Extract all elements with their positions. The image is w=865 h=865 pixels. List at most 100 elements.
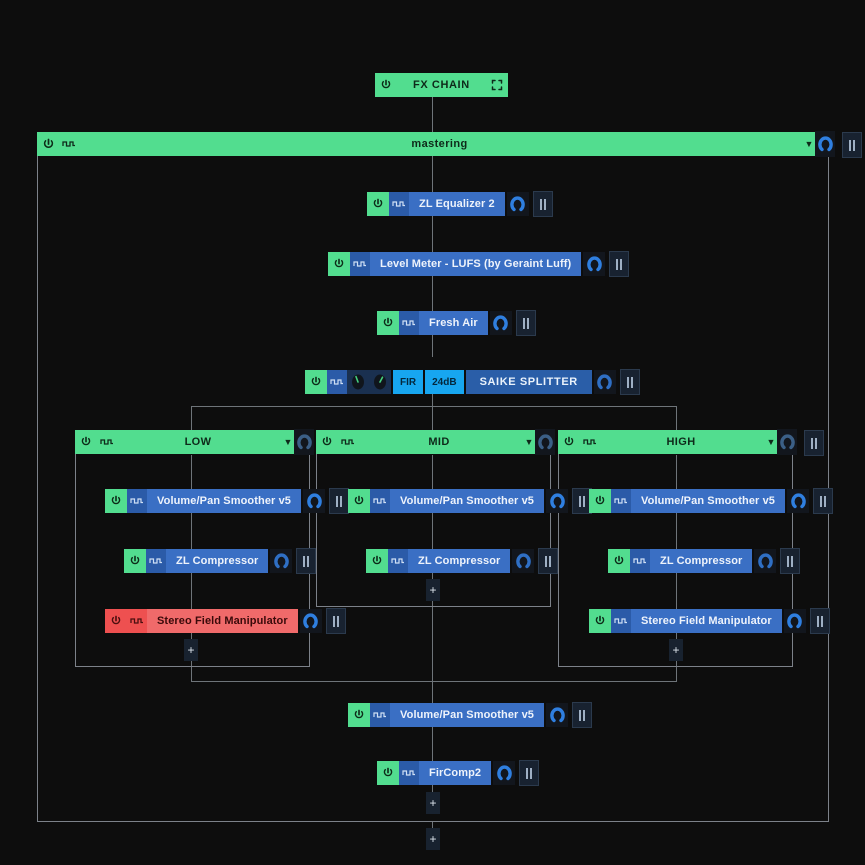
plugin-name[interactable]: ZL Compressor (408, 549, 511, 573)
knob-icon[interactable] (546, 489, 569, 513)
power-icon[interactable] (305, 370, 327, 394)
plugin-name[interactable]: ZL Compressor (650, 549, 753, 573)
plugin-row[interactable]: Volume/Pan Smoother v5 (589, 488, 834, 514)
pause-icon[interactable] (329, 488, 350, 514)
knob-icon[interactable] (506, 192, 529, 216)
waveform-icon[interactable] (127, 609, 147, 633)
plugin-name[interactable]: Stereo Field Manipulator (631, 609, 782, 633)
waveform-icon[interactable] (127, 489, 147, 513)
waveform-icon[interactable] (97, 430, 117, 454)
plugin-name[interactable]: Volume/Pan Smoother v5 (147, 489, 302, 513)
plugin-row[interactable]: Level Meter - LUFS (by Geraint Luff) (328, 251, 630, 277)
power-icon[interactable] (367, 192, 389, 216)
add-plugin-button[interactable]: + (184, 639, 198, 661)
power-icon[interactable] (558, 430, 580, 454)
knob-icon[interactable] (787, 489, 810, 513)
knob-icon[interactable] (815, 131, 835, 157)
waveform-icon[interactable] (146, 549, 166, 573)
fx-chain-header[interactable]: FX CHAIN (375, 73, 508, 97)
power-icon[interactable] (124, 549, 146, 573)
pause-icon[interactable] (813, 488, 834, 514)
power-icon[interactable] (105, 609, 127, 633)
power-icon[interactable] (377, 311, 399, 335)
chevron-down-icon[interactable]: ▼ (804, 139, 814, 149)
waveform-icon[interactable] (611, 489, 631, 513)
knob-icon[interactable] (777, 429, 797, 455)
pause-icon[interactable] (804, 430, 824, 456)
waveform-icon[interactable] (350, 252, 370, 276)
pause-icon[interactable] (609, 251, 630, 277)
plugin-row[interactable]: ZL Compressor (608, 548, 801, 574)
plugin-name[interactable]: ZL Equalizer 2 (409, 192, 505, 216)
pause-icon[interactable] (325, 608, 346, 634)
band-header-low[interactable]: LOW ▼ (75, 430, 297, 454)
power-icon[interactable] (348, 703, 370, 727)
add-plugin-button[interactable]: + (669, 639, 683, 661)
plugin-name[interactable]: Stereo Field Manipulator (147, 609, 298, 633)
knob-icon[interactable] (299, 609, 322, 633)
splitter-row[interactable]: FIR 24dB SAIKE SPLITTER (305, 369, 640, 395)
plugin-name[interactable]: Volume/Pan Smoother v5 (631, 489, 786, 513)
power-icon[interactable] (608, 549, 630, 573)
waveform-icon[interactable] (399, 761, 419, 785)
mastering-header[interactable]: mastering ▼ (37, 132, 818, 156)
knob-icon[interactable] (493, 761, 516, 785)
pause-icon[interactable] (809, 608, 830, 634)
chevron-down-icon[interactable]: ▼ (766, 437, 776, 447)
plugin-row[interactable]: Stereo Field Manipulator (589, 608, 830, 634)
plugin-row[interactable]: Volume/Pan Smoother v5 (348, 488, 593, 514)
plugin-name[interactable]: FirComp2 (419, 761, 492, 785)
expand-icon[interactable] (486, 73, 508, 97)
power-icon[interactable] (105, 489, 127, 513)
pause-icon[interactable] (538, 548, 559, 574)
knob-icon[interactable] (489, 311, 512, 335)
plugin-name[interactable]: Fresh Air (419, 311, 488, 335)
knob-icon[interactable] (270, 549, 293, 573)
plugin-row-bypassed[interactable]: Stereo Field Manipulator (105, 608, 346, 634)
power-icon[interactable] (375, 73, 397, 97)
waveform-icon[interactable] (370, 489, 390, 513)
chevron-down-icon[interactable]: ▼ (283, 437, 293, 447)
knob-icon[interactable] (754, 549, 777, 573)
splitter-knob-2-icon[interactable] (369, 370, 391, 394)
band-header-high[interactable]: HIGH ▼ (558, 430, 780, 454)
knob-icon[interactable] (535, 429, 555, 455)
power-icon[interactable] (589, 609, 611, 633)
knob-icon[interactable] (783, 609, 806, 633)
plugin-row[interactable]: ZL Compressor (366, 548, 559, 574)
power-icon[interactable] (366, 549, 388, 573)
plugin-row[interactable]: Volume/Pan Smoother v5 (105, 488, 350, 514)
plugin-name[interactable]: SAIKE SPLITTER (465, 370, 592, 394)
pause-icon[interactable] (842, 132, 862, 158)
waveform-icon[interactable] (630, 549, 650, 573)
waveform-icon[interactable] (370, 703, 390, 727)
plugin-row[interactable]: FirComp2 (377, 760, 540, 786)
knob-icon[interactable] (593, 370, 616, 394)
power-icon[interactable] (75, 430, 97, 454)
knob-icon[interactable] (512, 549, 535, 573)
waveform-icon[interactable] (611, 609, 631, 633)
pause-icon[interactable] (532, 191, 553, 217)
splitter-knob-1-icon[interactable] (347, 370, 369, 394)
plugin-name[interactable]: Level Meter - LUFS (by Geraint Luff) (370, 252, 582, 276)
waveform-icon[interactable] (580, 430, 600, 454)
waveform-icon[interactable] (59, 132, 79, 156)
plugin-name[interactable]: Volume/Pan Smoother v5 (390, 703, 545, 727)
pause-icon[interactable] (619, 369, 640, 395)
waveform-icon[interactable] (399, 311, 419, 335)
power-icon[interactable] (348, 489, 370, 513)
pause-icon[interactable] (572, 702, 593, 728)
pause-icon[interactable] (780, 548, 801, 574)
plugin-row[interactable]: Volume/Pan Smoother v5 (348, 702, 593, 728)
waveform-icon[interactable] (389, 192, 409, 216)
pause-icon[interactable] (296, 548, 317, 574)
knob-icon[interactable] (546, 703, 569, 727)
plugin-row[interactable]: Fresh Air (377, 310, 536, 336)
knob-icon[interactable] (583, 252, 606, 276)
add-plugin-button-root[interactable]: + (426, 828, 440, 850)
waveform-icon[interactable] (388, 549, 408, 573)
plugin-name[interactable]: Volume/Pan Smoother v5 (390, 489, 545, 513)
chevron-down-icon[interactable]: ▼ (524, 437, 534, 447)
power-icon[interactable] (37, 132, 59, 156)
pause-icon[interactable] (519, 760, 540, 786)
